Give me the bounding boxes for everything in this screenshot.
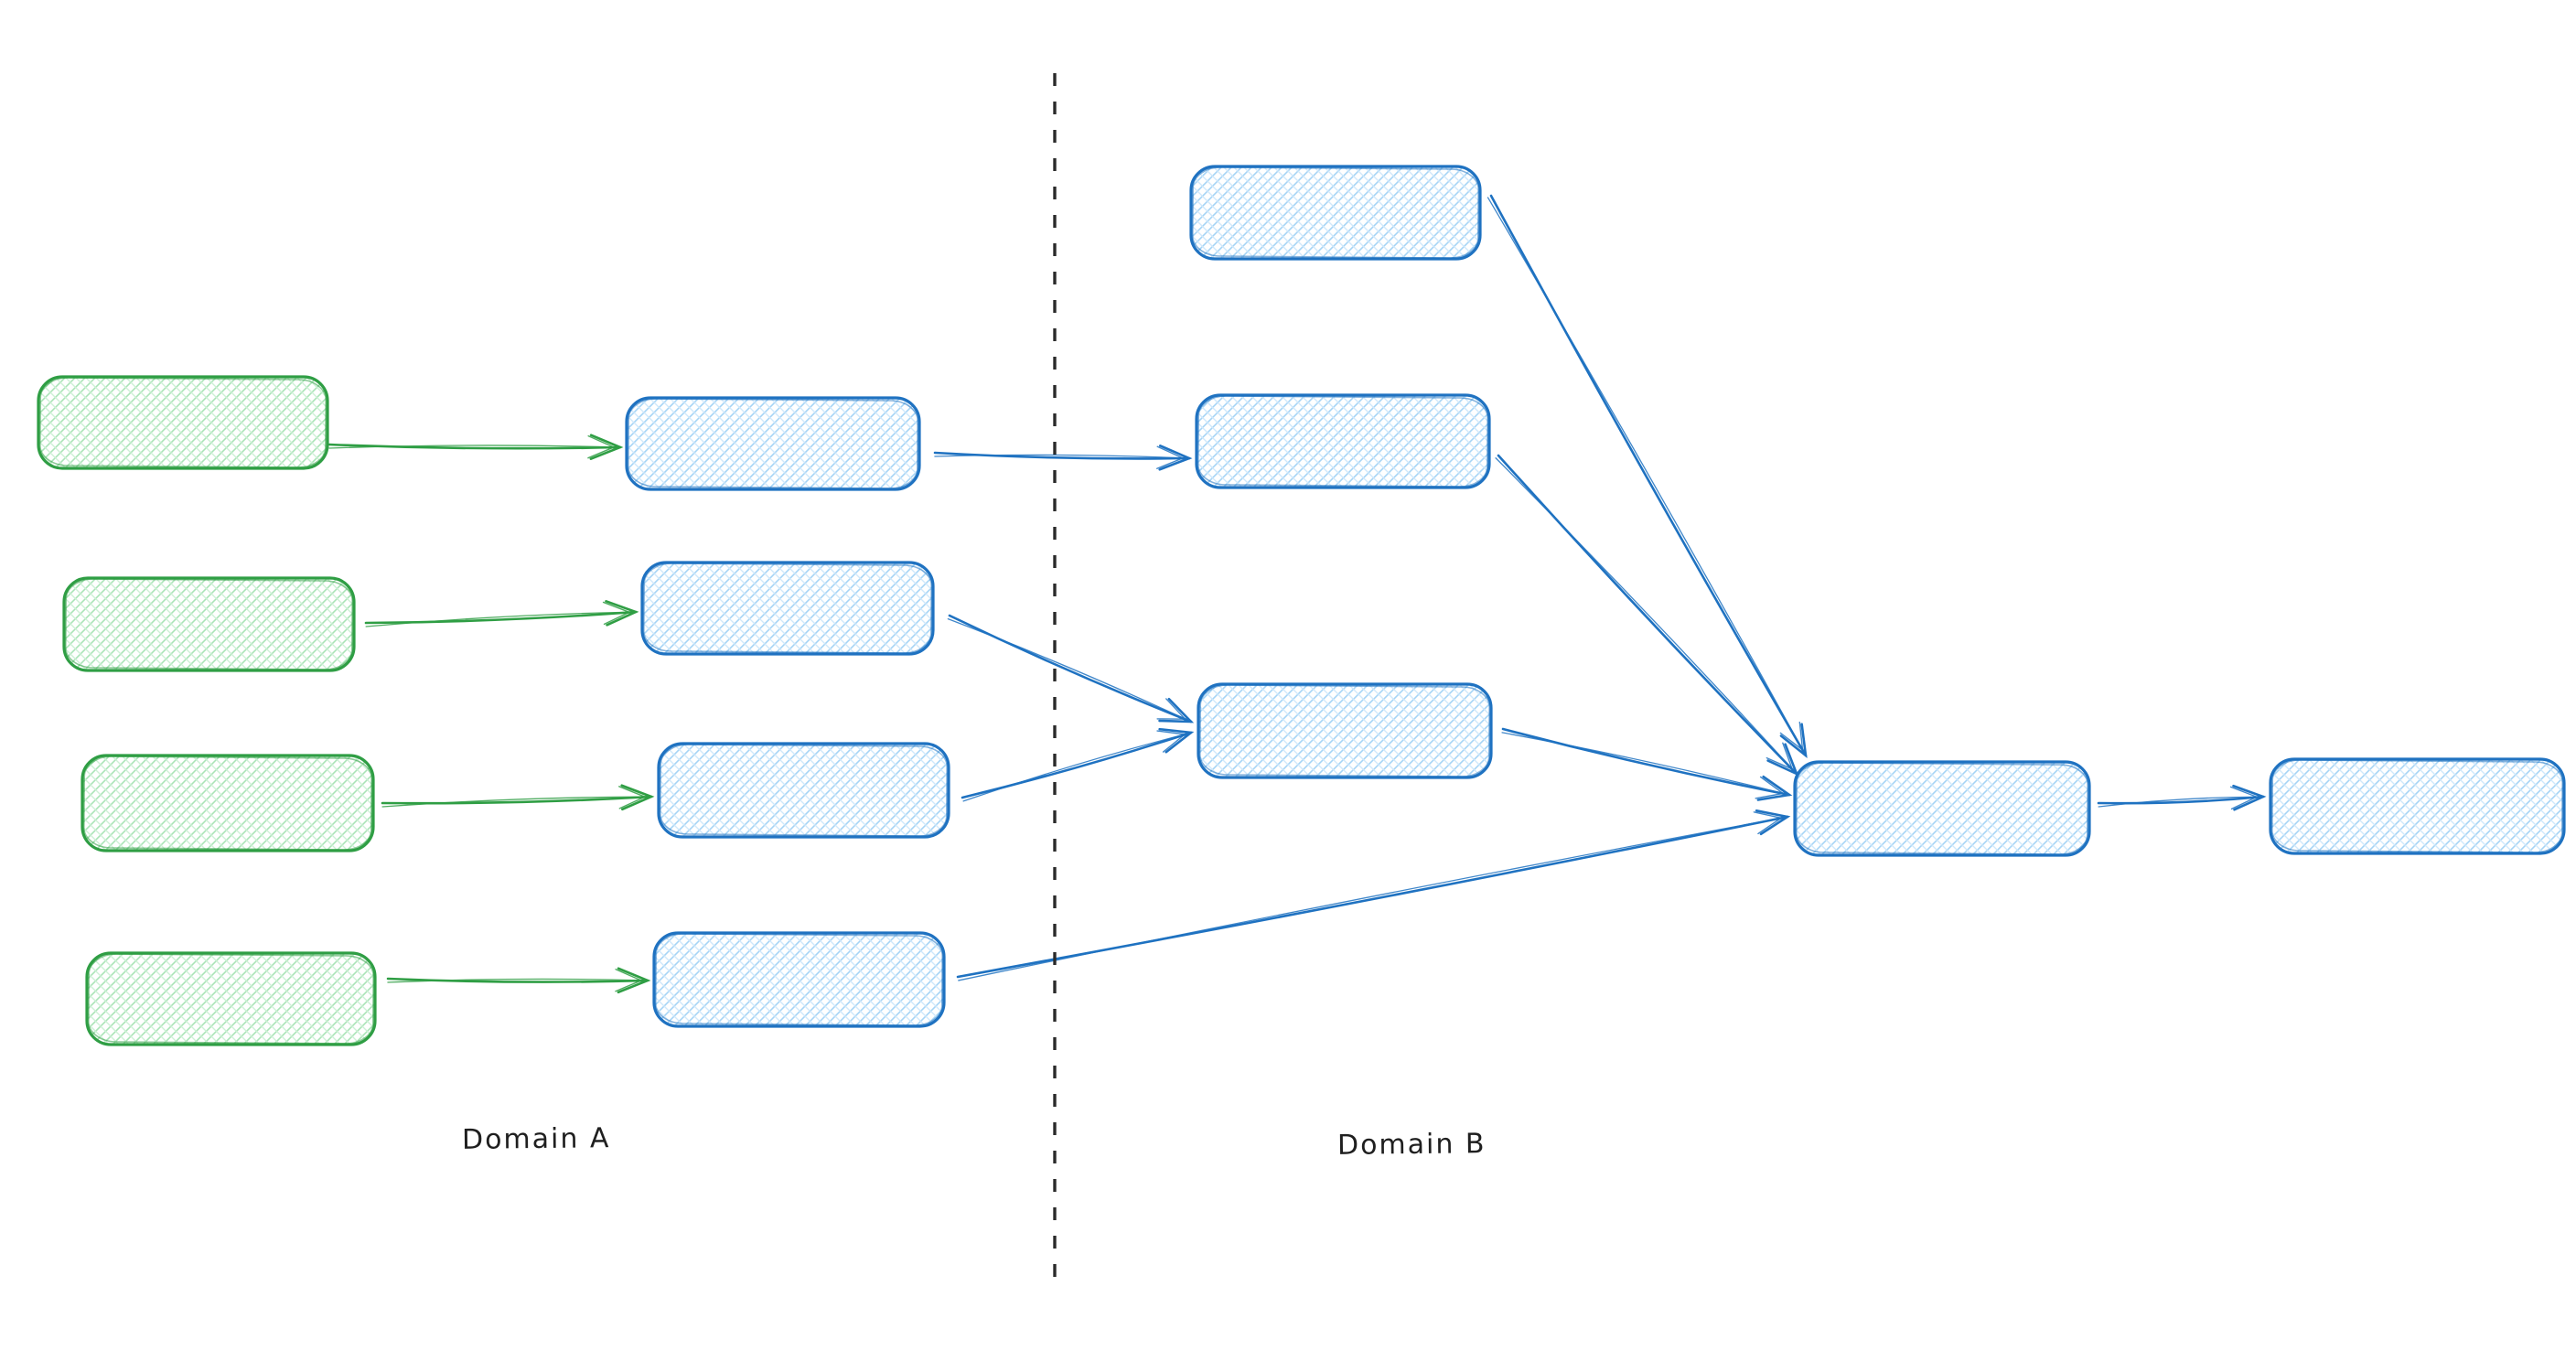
node-domain-a-source-1 [37, 375, 329, 470]
arrow-process3-bnode3 [961, 727, 1195, 802]
node-domain-b-final [2269, 757, 2566, 855]
arrow-source3-process3 [381, 784, 655, 811]
node-domain-a-source-4 [85, 951, 377, 1046]
arrow-process4-merge [956, 809, 1791, 981]
node-domain-a-source-2 [62, 576, 356, 672]
arrow-source2-process2 [364, 600, 639, 627]
arrow-process1-bnode2 [933, 445, 1193, 471]
node-domain-b-node-2 [1195, 393, 1491, 489]
node-domain-a-process-1 [625, 396, 921, 491]
node-domain-a-process-4 [652, 931, 946, 1028]
node-domain-a-process-2 [640, 561, 935, 656]
arrow-bnode1-merge [1487, 194, 1808, 759]
domain-a-label: Domain A [461, 1122, 611, 1156]
node-domain-a-source-3 [80, 754, 375, 852]
arrow-source1-process1 [327, 434, 624, 460]
arrow-source4-process4 [386, 967, 651, 994]
node-domain-b-node-1 [1189, 165, 1482, 261]
arrow-merge-final [2097, 784, 2267, 811]
domain-b-label: Domain B [1336, 1128, 1487, 1162]
arrow-bnode2-merge [1495, 454, 1799, 777]
node-domain-b-merge [1793, 760, 2091, 857]
node-domain-a-process-3 [657, 742, 950, 839]
node-domain-b-node-3 [1197, 682, 1493, 779]
arrow-process2-bnode3 [947, 614, 1195, 724]
arrow-bnode3-merge [1501, 727, 1793, 801]
